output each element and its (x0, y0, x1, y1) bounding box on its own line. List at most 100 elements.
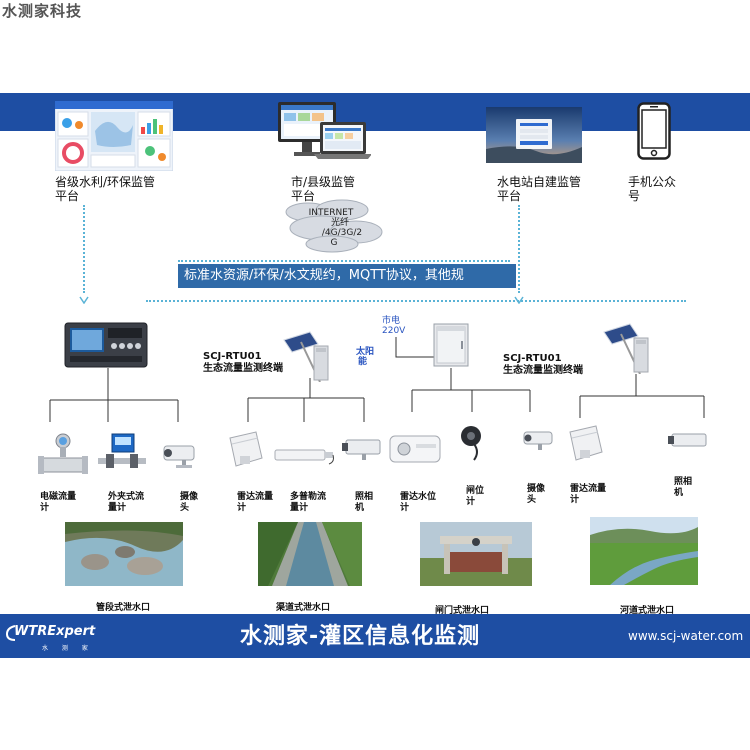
device-label-line2: 头 (527, 495, 537, 505)
device-label: 闸位 计 (466, 486, 484, 508)
device-label-line1: 照相 (674, 477, 693, 487)
clamp-on-flowmeter-image (98, 432, 146, 472)
outlet-label: 渠道式泄水口 (276, 603, 331, 613)
device-label: 摄像 头 (527, 484, 545, 506)
power-line (395, 337, 435, 359)
network-line2: 光纤 (330, 218, 349, 228)
footer-brand: WTRExpert (14, 624, 96, 639)
city-platform-image (276, 100, 372, 166)
device-label-line1: 雷达流量 (570, 484, 607, 494)
rtu-panel-device (64, 322, 148, 368)
platform-label-line2: 平台 (291, 189, 316, 203)
device-label-line1: 闸位 (466, 486, 485, 496)
hydropower-platform-image (486, 107, 582, 163)
solar-label-line1: 太阳 (356, 347, 375, 357)
platform-label-line1: 市/县级监管 (291, 175, 356, 189)
footer-brand-sub: 水 测 家 (42, 645, 94, 652)
rtu-label-left: SCJ-RTU01 生态流量监测终端 (203, 351, 283, 375)
device-label: 雷达流量 计 (237, 492, 273, 514)
hydropower-platform-label: 水电站自建监管 平台 (497, 175, 607, 203)
device-label-line2: 计 (400, 503, 410, 513)
doppler-flowmeter-image (273, 444, 335, 466)
platform-label-line2: 平台 (497, 189, 522, 203)
right-arrowhead-icon (514, 289, 524, 305)
rtu-model: SCJ-RTU01 (503, 353, 562, 364)
gate-position-meter-image (456, 422, 486, 462)
brand-logo-icon (5, 624, 16, 642)
device-label: 外夹式流 量计 (108, 492, 144, 514)
channel-outlet-photo (258, 522, 362, 586)
device-label-line2: 量计 (108, 503, 127, 513)
solar-pole-device-2 (600, 322, 660, 375)
device-label-line1: 照相 (355, 492, 374, 502)
gate-outlet-photo (420, 522, 532, 586)
left-vertical-dotted-line (83, 205, 85, 293)
device-label-line1: 外夹式流 (108, 492, 145, 502)
device-label: 照相 机 (674, 477, 692, 499)
device-label-line1: 摄像 (180, 492, 199, 502)
device-label: 多普勒流 量计 (290, 492, 326, 514)
lower-horizontal-dotted-line (146, 300, 686, 302)
outlet-label: 河道式泄水口 (620, 606, 675, 616)
provincial-platform-image (54, 100, 174, 172)
radar-level-meter-image (388, 432, 442, 466)
power-label-line1: 市电 (382, 316, 401, 326)
device-label-line1: 摄像 (527, 484, 546, 494)
phone-platform-label: 手机公众 号 (628, 175, 708, 203)
network-line3: /4G/3G/2 (321, 228, 363, 238)
platform-label-line1: 手机公众 (628, 175, 677, 189)
device-label: 摄像 头 (180, 492, 198, 514)
upper-horizontal-dotted-line (178, 260, 510, 262)
solar-label-line2: 能 (358, 357, 368, 367)
rtu-description: 生态流量监测终端 (503, 365, 583, 376)
device-label-line2: 机 (674, 488, 684, 498)
network-line4: G (330, 238, 338, 248)
platform-label-line1: 省级水利/环保监管 (55, 175, 156, 189)
provincial-platform-label: 省级水利/环保监管 平台 (55, 175, 185, 203)
river-outlet-photo (590, 517, 698, 585)
camera-unit-icon (666, 430, 710, 454)
right-vertical-dotted-line (518, 205, 520, 293)
phone-icon (637, 102, 671, 160)
network-line1: INTERNET (308, 208, 354, 218)
radar-flowmeter-image (566, 424, 606, 464)
solar-label: 太阳 能 (356, 347, 374, 367)
device-label: 雷达流量 计 (570, 484, 606, 506)
electromagnetic-flowmeter-image (38, 432, 88, 478)
control-cabinet (433, 323, 469, 367)
pipe-outlet-photo (65, 522, 183, 586)
footer-band (0, 614, 750, 658)
outlet-label: 管段式泄水口 (96, 603, 151, 613)
platform-label-line1: 水电站自建监管 (497, 175, 582, 189)
device-label: 照相 机 (355, 492, 373, 514)
device-label-line1: 电磁流量 (40, 492, 77, 502)
device-label-line2: 计 (237, 503, 247, 513)
solar-pole-device-1 (280, 330, 340, 383)
device-label-line2: 计 (466, 497, 476, 507)
network-cloud-text: INTERNET 光纤 /4G/3G/2 G (296, 208, 366, 248)
power-label-line2: 220V (382, 326, 406, 336)
camera-icon (160, 440, 200, 468)
device-tree-lines (0, 360, 750, 430)
device-label-line1: 雷达流量 (237, 492, 274, 502)
device-label-line2: 计 (570, 495, 580, 505)
device-label-line2: 头 (180, 503, 190, 513)
power-label: 市电 220V (382, 316, 405, 336)
watermark-text: 水测家科技 (2, 2, 83, 20)
outlet-label: 闸门式泄水口 (435, 606, 490, 616)
left-arrowhead-icon (79, 289, 89, 305)
rtu-description: 生态流量监测终端 (203, 363, 283, 374)
standards-banner: 标准水资源/环保/水文规约，MQTT协议，其他规 (178, 264, 516, 288)
network-cloud (282, 198, 386, 254)
device-label: 电磁流量 计 (40, 492, 76, 514)
device-label-line1: 多普勒流 (290, 492, 327, 502)
city-platform-label: 市/县级监管 平台 (291, 175, 401, 203)
rtu-model: SCJ-RTU01 (203, 351, 262, 362)
device-label-line2: 机 (355, 503, 365, 513)
device-label-line2: 计 (40, 503, 50, 513)
device-label-line2: 量计 (290, 503, 309, 513)
device-label: 雷达水位 计 (400, 492, 436, 514)
platform-label-line2: 平台 (55, 189, 80, 203)
footer-title: 水测家-灌区信息化监测 (240, 624, 481, 649)
camera-icon (520, 428, 556, 454)
